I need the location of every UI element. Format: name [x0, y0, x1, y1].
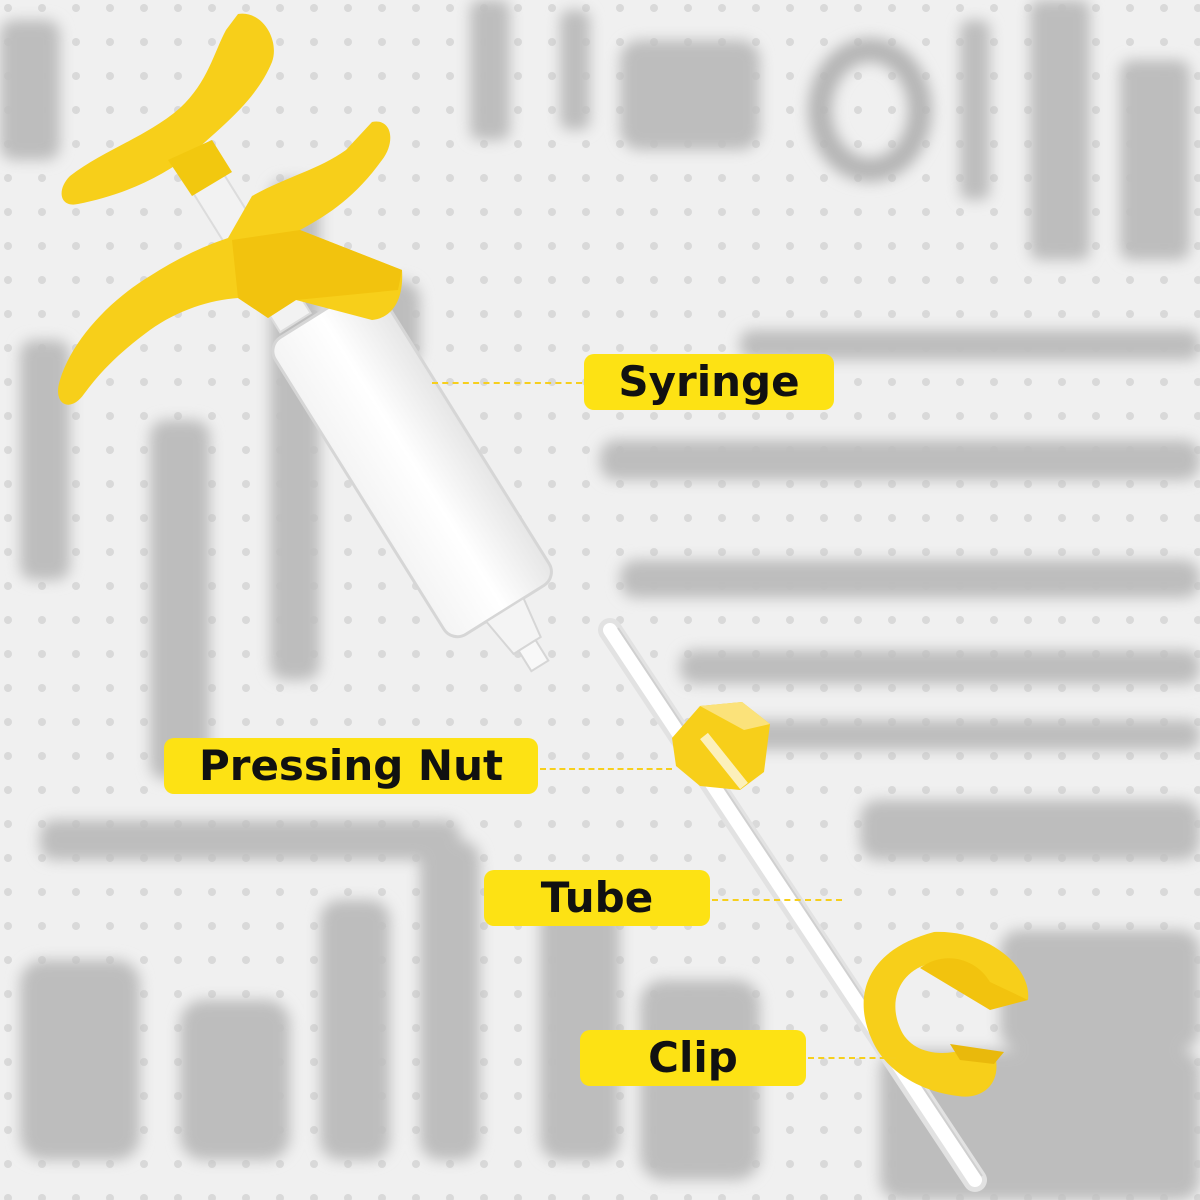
- clip-leader-line: [808, 1057, 896, 1059]
- syringe-leader-line: [432, 382, 582, 384]
- pressing-nut-leader-line: [540, 768, 672, 770]
- pressing-nut-label: Pressing Nut: [164, 738, 538, 794]
- syringe-part: [58, 13, 553, 673]
- pressing-nut-part: [672, 702, 770, 790]
- clip-part: [863, 931, 1029, 1097]
- syringe-label: Syringe: [584, 354, 834, 410]
- tube-label: Tube: [484, 870, 710, 926]
- tube-leader-line: [712, 899, 842, 901]
- clip-label: Clip: [580, 1030, 806, 1086]
